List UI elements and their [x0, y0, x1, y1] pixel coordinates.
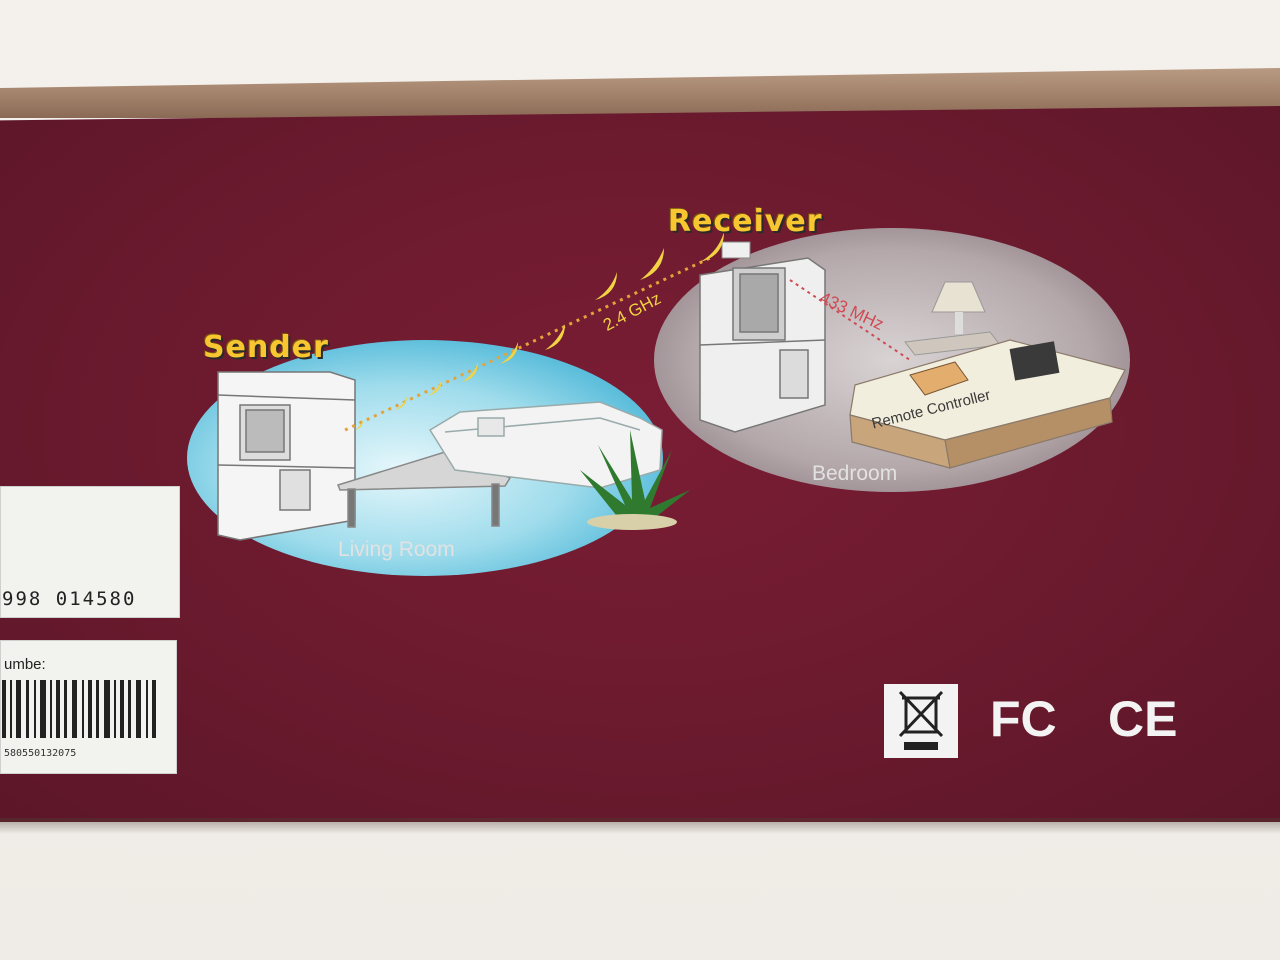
ce-icon: CE: [1108, 691, 1178, 747]
serial-barcode: [2, 680, 156, 738]
remote-controller-illustration: [909, 341, 1060, 396]
bedroom-label: Bedroom: [812, 462, 898, 485]
living-room-label: Living Room: [338, 538, 455, 561]
sender-heading: Sender: [203, 330, 329, 365]
receiver-heading: Receiver: [668, 204, 823, 239]
lamp: [904, 281, 1001, 356]
barcode-number: 998 014580: [2, 588, 137, 610]
fcc-icon: FC: [990, 691, 1057, 747]
signal-arcs: [355, 232, 724, 430]
signal-line-433mhz: [789, 279, 911, 361]
tv-cabinet: [699, 257, 826, 433]
sofa: [428, 401, 663, 489]
serial-label: umbe:: [4, 656, 46, 673]
receiver-device: [721, 241, 751, 259]
bookcase: [217, 371, 356, 541]
signal-line-2-4ghz: [344, 256, 711, 432]
barcode-sticker: [0, 486, 180, 618]
box-bottom-shadow: [0, 818, 1280, 834]
serial-number: 580550132075: [4, 748, 77, 759]
plant: [580, 430, 690, 530]
weee-icon: [884, 684, 958, 758]
